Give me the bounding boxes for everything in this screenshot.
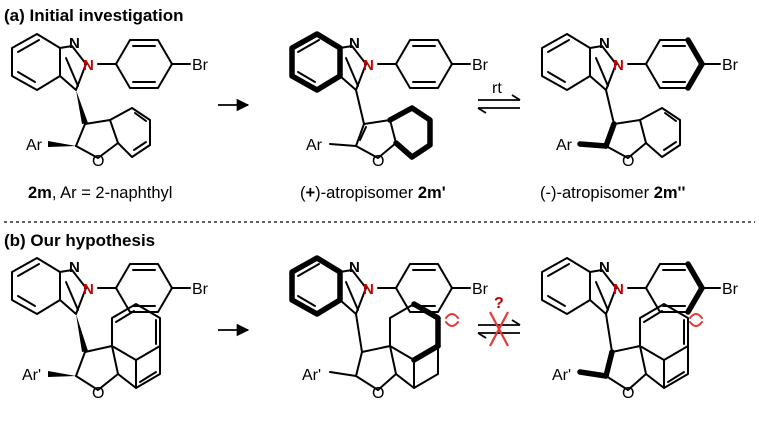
caption-2m-prime: (+)-atropisomer 2m' <box>300 184 446 202</box>
hypothesis-compound-2: N N Br O Ar' <box>289 255 489 402</box>
ar-label: Ar <box>26 137 43 154</box>
caption-2m-double-prime: (-)-atropisomer 2m'' <box>540 184 685 202</box>
n1-label: N <box>349 259 360 276</box>
n1-label: N <box>599 259 610 276</box>
o-label: O <box>622 385 634 402</box>
o-label: O <box>92 385 104 402</box>
compound-2m: N N Br O Ar <box>11 33 209 170</box>
hypothesis-compound-1: N N Br O Ar' <box>11 257 209 402</box>
n2-label: N <box>83 57 94 74</box>
br-label: Br <box>472 281 489 298</box>
equilibrium-arrows-a <box>477 94 521 114</box>
br-label: Br <box>192 281 209 298</box>
o-label: O <box>92 153 104 170</box>
ar-label: Ar' <box>22 367 41 384</box>
steric-clash-icon <box>689 313 703 327</box>
n2-label: N <box>363 281 374 298</box>
ar-label: Ar' <box>552 367 571 384</box>
n2-label: N <box>83 281 94 298</box>
steric-clash-icon <box>445 313 459 327</box>
section-a-title: (a) Initial investigation <box>4 6 183 25</box>
o-label: O <box>372 385 384 402</box>
n1-label: N <box>69 35 80 52</box>
n2-label: N <box>613 57 624 74</box>
blocked-equilibrium-arrows-b <box>477 311 521 347</box>
br-label: Br <box>722 281 739 298</box>
compound-2m-prime: N N Br O Ar <box>289 31 489 170</box>
br-label: Br <box>722 57 739 74</box>
ar-label: Ar <box>556 137 573 154</box>
n1-label: N <box>349 35 360 52</box>
o-label: O <box>372 153 384 170</box>
br-label: Br <box>192 57 209 74</box>
n1-label: N <box>599 35 610 52</box>
br-label: Br <box>472 57 489 74</box>
ar-label: Ar' <box>302 367 321 384</box>
equilibrium-label-a: rt <box>492 80 502 97</box>
n2-label: N <box>363 57 374 74</box>
o-label: O <box>622 153 634 170</box>
equilibrium-label-b: ? <box>494 295 504 312</box>
caption-2m: 2m, Ar = 2-naphthyl <box>28 184 172 202</box>
hypothesis-compound-3: N N Br O Ar' <box>541 257 739 402</box>
section-b-title: (b) Our hypothesis <box>4 231 155 250</box>
ar-label: Ar <box>306 137 323 154</box>
n2-label: N <box>613 281 624 298</box>
n1-label: N <box>69 259 80 276</box>
compound-2m-double-prime: N N Br O Ar <box>541 33 739 170</box>
